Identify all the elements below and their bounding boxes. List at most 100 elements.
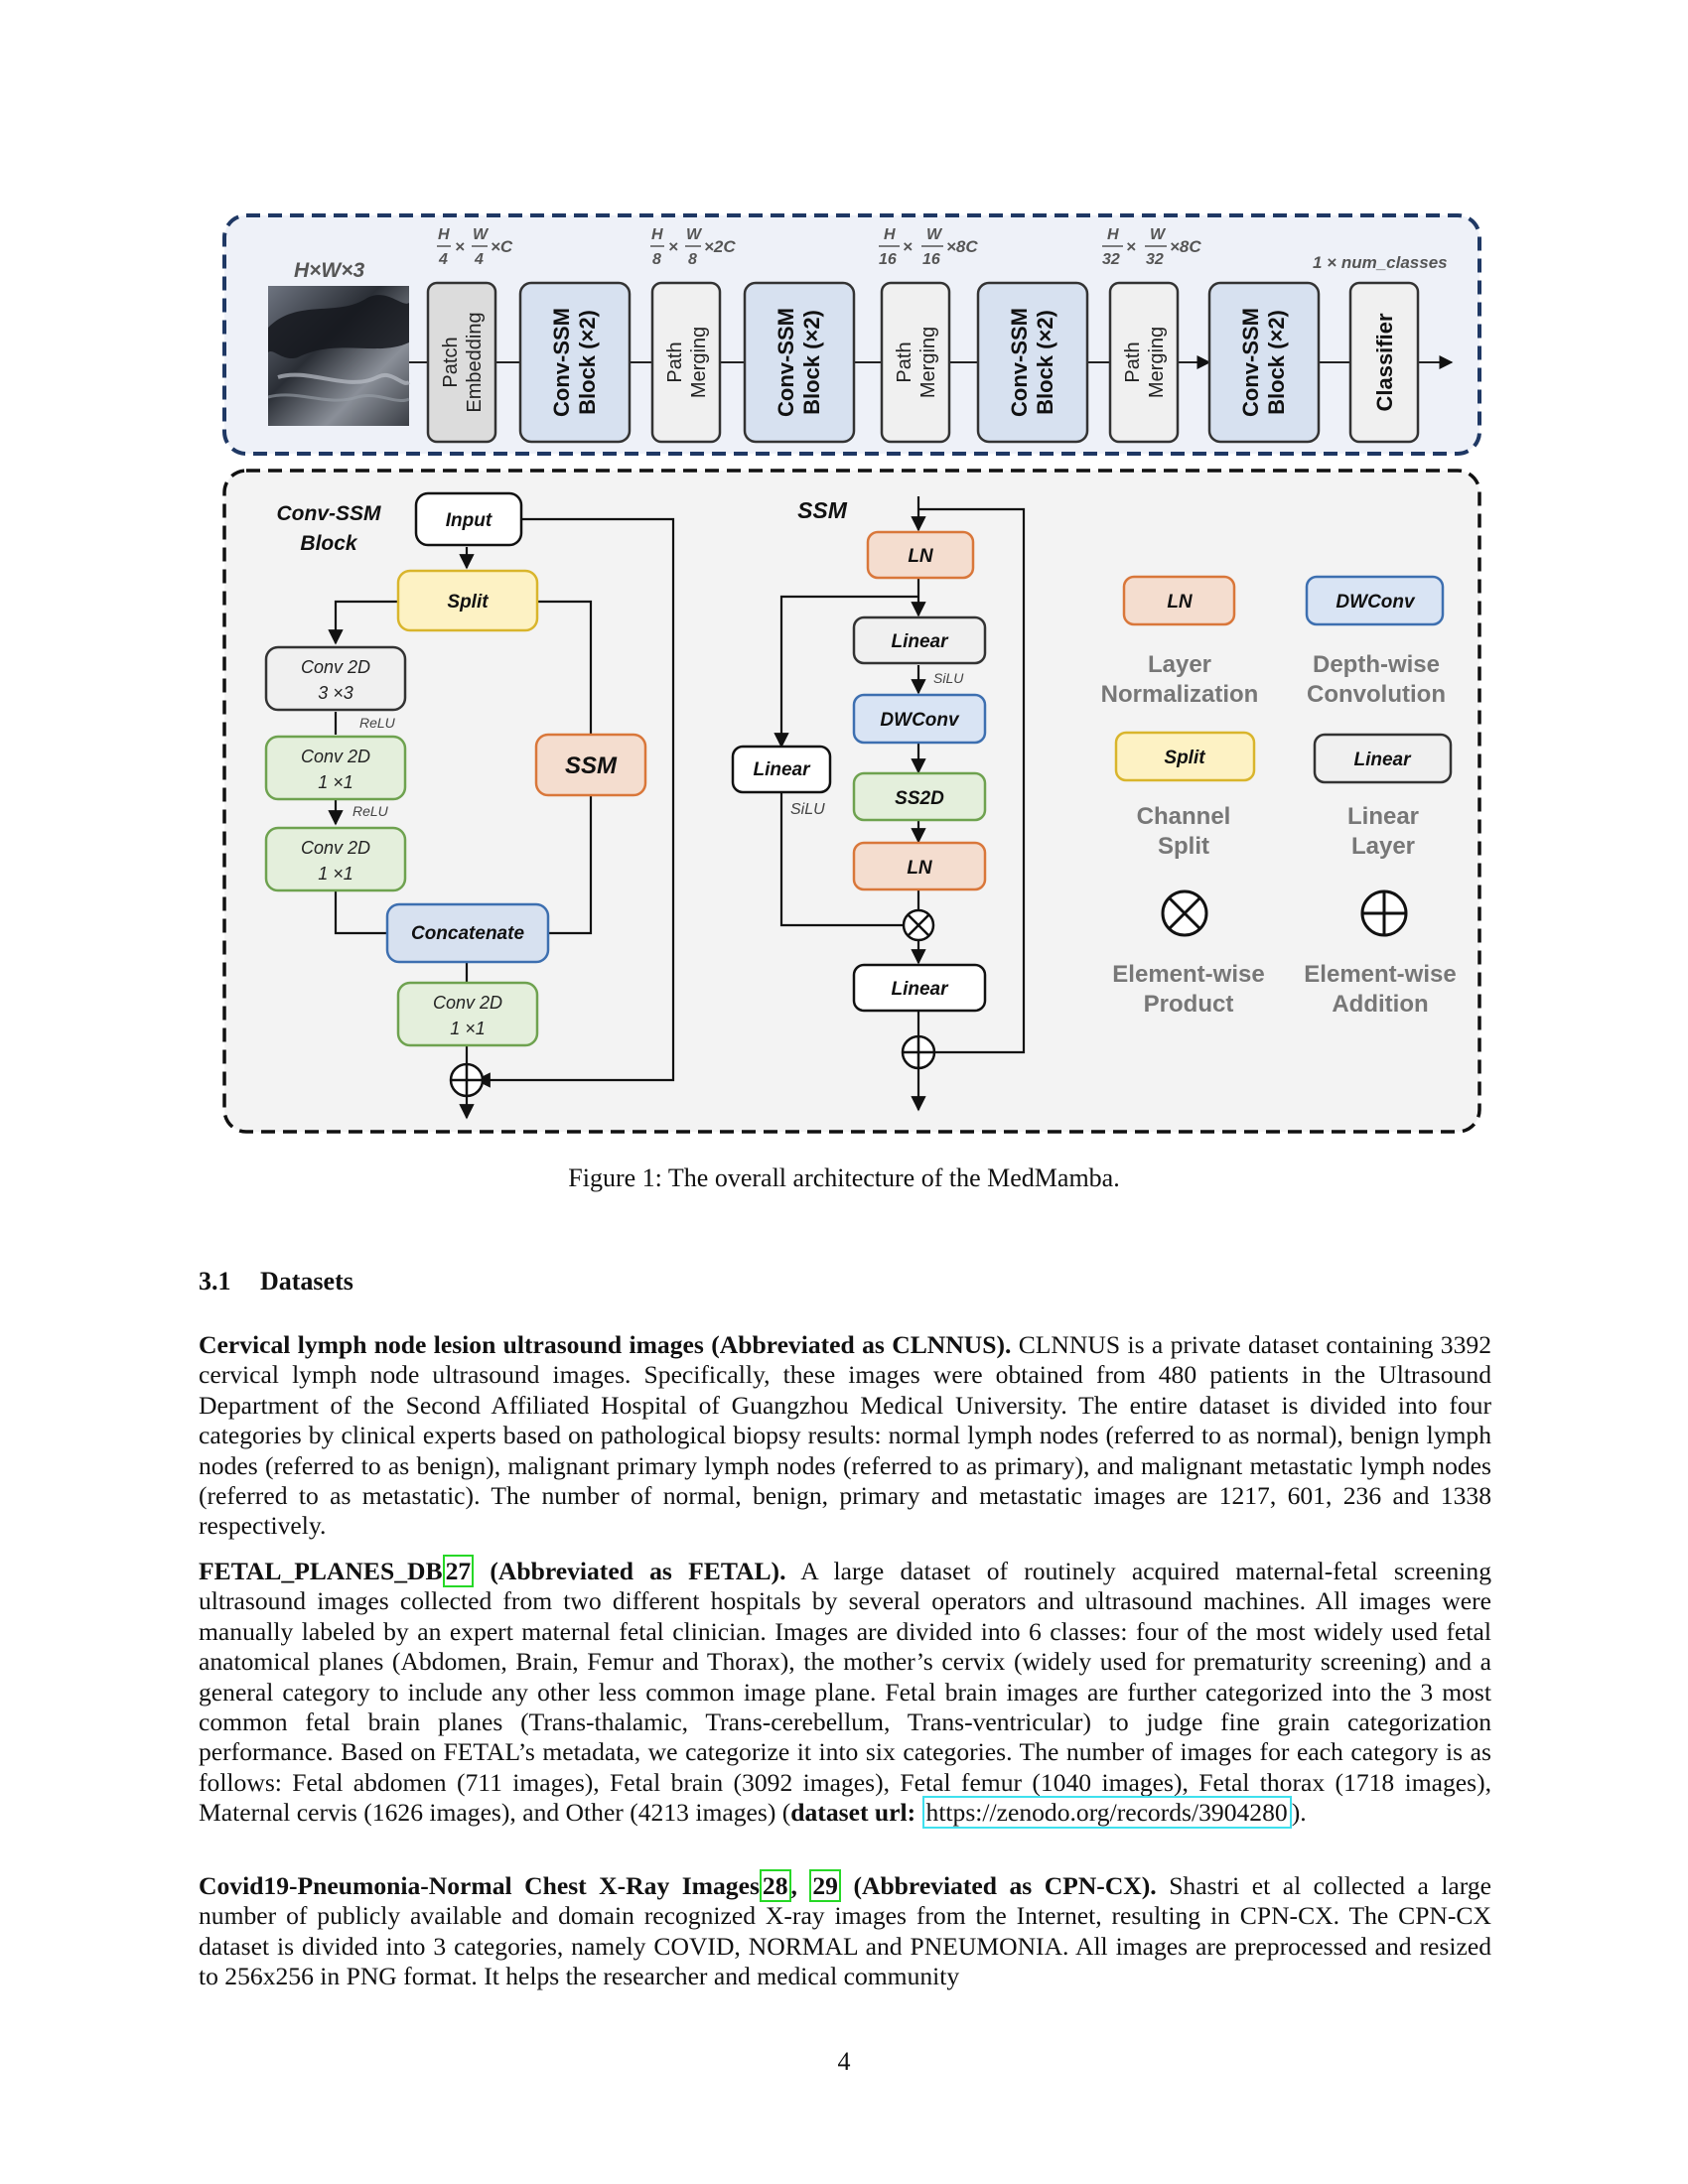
legend-split-desc-2: Split — [1158, 833, 1209, 860]
dim1-w: W — [473, 226, 490, 243]
bottom-panel — [222, 469, 1481, 1134]
conv3x3-label-2: 3 ×3 — [318, 683, 353, 703]
dataset-url-label: dataset url: — [790, 1798, 916, 1828]
path-merging-block-3: Path Merging — [1108, 281, 1180, 444]
conv1x1-label-2: 1 ×1 — [450, 1019, 486, 1038]
conv1x1-node-a: Conv 2D 1 ×1 — [264, 735, 407, 801]
ultrasound-image — [267, 286, 411, 426]
legend-addition-icon — [1360, 889, 1408, 937]
conv-ssm-block-stage2: Conv-SSM Block (×2) — [743, 281, 856, 444]
classifier-label: Classifier — [1372, 313, 1397, 411]
conv1x1-label-2: 1 ×1 — [318, 864, 353, 884]
input-node: Input — [414, 491, 523, 547]
paragraph-fetal-end: ). — [1291, 1798, 1307, 1828]
ssm-title: SSM — [797, 497, 848, 523]
dim4-wd: 32 — [1146, 251, 1164, 268]
dim1-hd: 4 — [438, 251, 448, 268]
section-number: 3.1 — [199, 1267, 231, 1296]
dim4-h: H — [1107, 226, 1119, 243]
path-merging-label-1: Path — [664, 341, 686, 382]
paragraph-fetal-lead-a: FETAL_PLANES_DB — [199, 1557, 443, 1585]
ssm-add-icon — [901, 1034, 936, 1070]
legend-split-desc-1: Channel — [1137, 803, 1231, 830]
input-label: Input — [446, 510, 492, 531]
legend-dwconv-desc-1: Depth-wise — [1313, 651, 1440, 678]
legend-dwconv-desc-2: Convolution — [1307, 681, 1446, 708]
dim2-c: ×2C — [704, 237, 736, 256]
conv-ssm-label-2: Block (×2) — [799, 310, 824, 415]
legend-ln: LN Layer Normalization — [1101, 575, 1258, 708]
paragraph-cpncx: Covid19-Pneumonia-Normal Chest X-Ray Ima… — [199, 1869, 1491, 1992]
paragraph-clnnus-text: CLNNUS is a private dataset containing 3… — [199, 1330, 1491, 1541]
conv-ssm-label-2: Block (×2) — [1264, 310, 1289, 415]
ssm-ss2d-node: SS2D — [852, 771, 987, 822]
legend-linear-desc-2: Layer — [1351, 833, 1415, 860]
patch-embedding-label-2: Embedding — [464, 312, 486, 412]
patch-embedding-label-1: Patch — [440, 337, 462, 387]
path-merging-label-2: Merging — [688, 327, 710, 398]
legend: LN Layer Normalization DWConv Depth-wise… — [1101, 575, 1457, 1018]
svg-text:×: × — [1126, 237, 1136, 256]
conv1x1-node-c: Conv 2D 1 ×1 — [396, 981, 539, 1047]
add-icon — [449, 1062, 485, 1098]
legend-ln-desc-1: Layer — [1148, 651, 1211, 678]
conv-ssm-label-2: Block (×2) — [575, 310, 600, 415]
paragraph-fetal-text: A large dataset of routinely acquired ma… — [199, 1557, 1491, 1828]
svg-text:×: × — [455, 237, 465, 256]
path-merging-label-2: Merging — [917, 327, 939, 398]
dim2-w: W — [686, 226, 703, 243]
page-number: 4 — [837, 2047, 851, 2076]
figure-caption: Figure 1: The overall architecture of th… — [568, 1163, 1120, 1192]
path-merging-block-2: Path Merging — [880, 281, 951, 444]
dataset-url-link[interactable]: https://zenodo.org/records/3904280 — [921, 1796, 1292, 1830]
conv-ssm-label-1: Conv-SSM — [549, 308, 574, 417]
conv1x1-label-1: Conv 2D — [301, 838, 370, 858]
ssm-dwconv-label: DWConv — [880, 710, 960, 731]
dim3-wd: 16 — [922, 251, 940, 268]
ssm-ss2d-label: SS2D — [895, 788, 944, 809]
dim1-h: H — [438, 226, 450, 243]
stage1-dims: H 4 × W 4 ×C — [437, 226, 513, 268]
stage2-dims: H 8 × W 8 ×2C — [650, 226, 736, 268]
conv3x3-label-1: Conv 2D — [301, 657, 370, 677]
ssm-dwconv-node: DWConv — [852, 693, 987, 745]
output-dim-label: 1 × num_classes — [1313, 253, 1448, 272]
conv-ssm-label-1: Conv-SSM — [774, 308, 798, 417]
conv-ssm-label-1: Conv-SSM — [1007, 308, 1032, 417]
relu-label-2: ReLU — [352, 803, 389, 819]
citation-link-28[interactable]: 28 — [759, 1869, 791, 1902]
citation-separator: , — [790, 1871, 810, 1900]
ssm-ln-label: LN — [908, 546, 934, 567]
ssm-node: SSM — [534, 733, 647, 797]
citation-link-27[interactable]: 27 — [442, 1555, 475, 1587]
dim1-wd: 4 — [474, 251, 484, 268]
silu-label-1: SiLU — [933, 670, 964, 686]
legend-linear-desc-1: Linear — [1347, 803, 1419, 830]
conv-ssm-block-stage3: Conv-SSM Block (×2) — [976, 281, 1089, 444]
legend-addition-desc-2: Addition — [1332, 991, 1428, 1018]
dim3-hd: 16 — [879, 251, 897, 268]
svg-text:×: × — [903, 237, 913, 256]
relu-label-1: ReLU — [359, 715, 396, 731]
dim4-hd: 32 — [1102, 251, 1120, 268]
legend-product-desc-2: Product — [1144, 991, 1234, 1018]
ssm-ln-node-top: LN — [866, 530, 975, 580]
concatenate-node: Concatenate — [385, 902, 550, 964]
conv-ssm-block-stage4: Conv-SSM Block (×2) — [1207, 281, 1321, 444]
block-title-2: Block — [300, 532, 358, 555]
concatenate-label: Concatenate — [411, 923, 524, 944]
architecture-figure: H×W×3 H 4 × W 4 ×C H 8 × W 8 ×2C H 16 × … — [222, 213, 1481, 1134]
legend-addition-desc-1: Element-wise — [1304, 961, 1456, 988]
path-merging-label-1: Path — [1122, 341, 1144, 382]
input-dim-label: H×W×3 — [294, 259, 365, 282]
legend-product-icon — [1161, 889, 1208, 937]
silu-label-2: SiLU — [790, 801, 825, 818]
dim2-hd: 8 — [652, 251, 661, 268]
paragraph-fetal-lead-b: (Abbreviated as FETAL). — [474, 1557, 786, 1585]
block-lines — [328, 517, 675, 1120]
conv1x1-label-2: 1 ×1 — [318, 772, 353, 792]
citation-link-29[interactable]: 29 — [809, 1869, 841, 1902]
classifier-block: Classifier — [1348, 281, 1420, 444]
